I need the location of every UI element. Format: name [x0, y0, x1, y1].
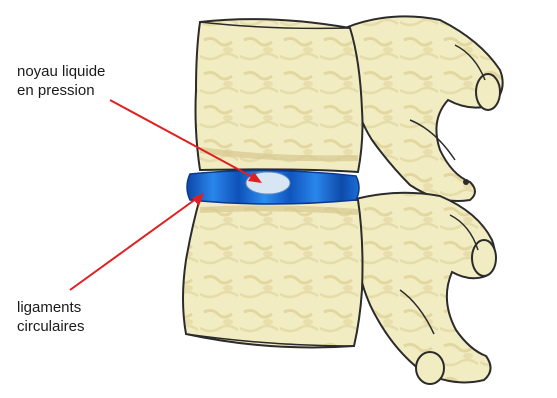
label-ligaments: ligaments circulaires [17, 298, 85, 336]
lower-vertebra [183, 179, 496, 384]
label-nucleus-line-2: en pression [17, 81, 105, 100]
lower-vertebral-body [183, 197, 363, 347]
label-ligaments-line-1: ligaments [17, 298, 85, 317]
upper-vertebral-body [196, 19, 363, 172]
inferior-articular-process [416, 352, 444, 384]
upper-spinous-process [345, 16, 503, 201]
ligaments-arrow [70, 196, 200, 290]
label-nucleus-line-1: noyau liquide [17, 62, 105, 81]
label-ligaments-line-2: circulaires [17, 317, 85, 336]
intervertebral-disc [187, 170, 359, 204]
label-nucleus: noyau liquide en pression [17, 62, 105, 100]
upper-articular-process [476, 74, 500, 110]
